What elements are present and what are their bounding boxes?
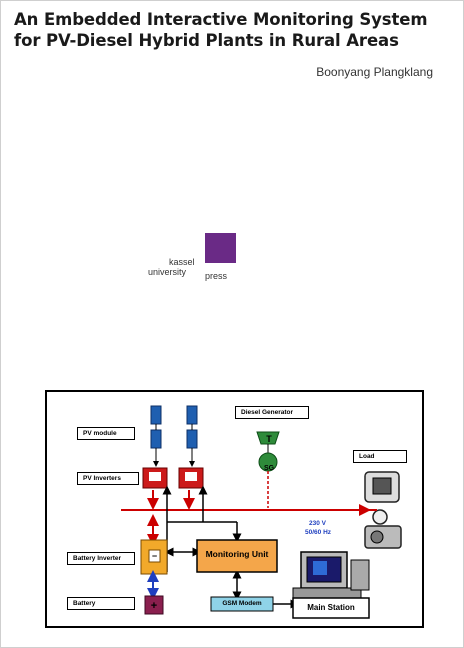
monitoring-unit-box	[196, 539, 278, 573]
main-station-label: Main Station	[307, 603, 355, 612]
pv-inverters-label: PV Inverters	[77, 472, 139, 485]
battery-symbol: +	[144, 595, 164, 615]
battery-inverter-label: Battery Inverter	[67, 552, 135, 565]
publisher-university: university	[148, 267, 187, 277]
svg-text:−: −	[152, 551, 157, 561]
diesel-generator-symbol	[256, 431, 280, 508]
turbine-label: T	[266, 434, 272, 444]
publisher-press: press	[205, 271, 228, 281]
svg-text:+: +	[151, 600, 157, 612]
gsm-modem-box	[210, 596, 274, 612]
frequency-label: 50/60 Hz	[305, 529, 332, 536]
main-station-frame	[292, 597, 370, 619]
pv-inverters	[142, 467, 204, 510]
pv-panels	[150, 405, 198, 467]
battery-label: Battery	[67, 597, 135, 610]
system-diagram: − + PV module	[45, 390, 424, 628]
main-station-computer	[292, 551, 370, 599]
monitoring-unit-label: Monitoring Unit	[205, 549, 269, 559]
battery-inverter-symbol: −	[140, 539, 168, 575]
voltage-label: 230 V	[309, 520, 326, 527]
load-label: Load	[353, 450, 407, 463]
pv-module-label: PV module	[77, 427, 135, 440]
load-devices	[364, 471, 402, 549]
publisher-kassel: kassel	[169, 257, 195, 267]
author-name: Boonyang Plangklang	[316, 65, 433, 79]
book-title: An Embedded Interactive Monitoring Syste…	[14, 9, 454, 51]
publisher-logo	[205, 233, 236, 263]
generator-label: SG	[263, 465, 275, 472]
title-line-2: for PV-Diesel Hybrid Plants in Rural Are…	[14, 31, 399, 50]
diesel-generator-label: Diesel Generator	[235, 406, 309, 419]
title-line-1: An Embedded Interactive Monitoring Syste…	[14, 10, 428, 29]
diagram-drawing: − +	[121, 405, 402, 619]
gsm-modem-label: GSM Modem	[222, 600, 262, 607]
